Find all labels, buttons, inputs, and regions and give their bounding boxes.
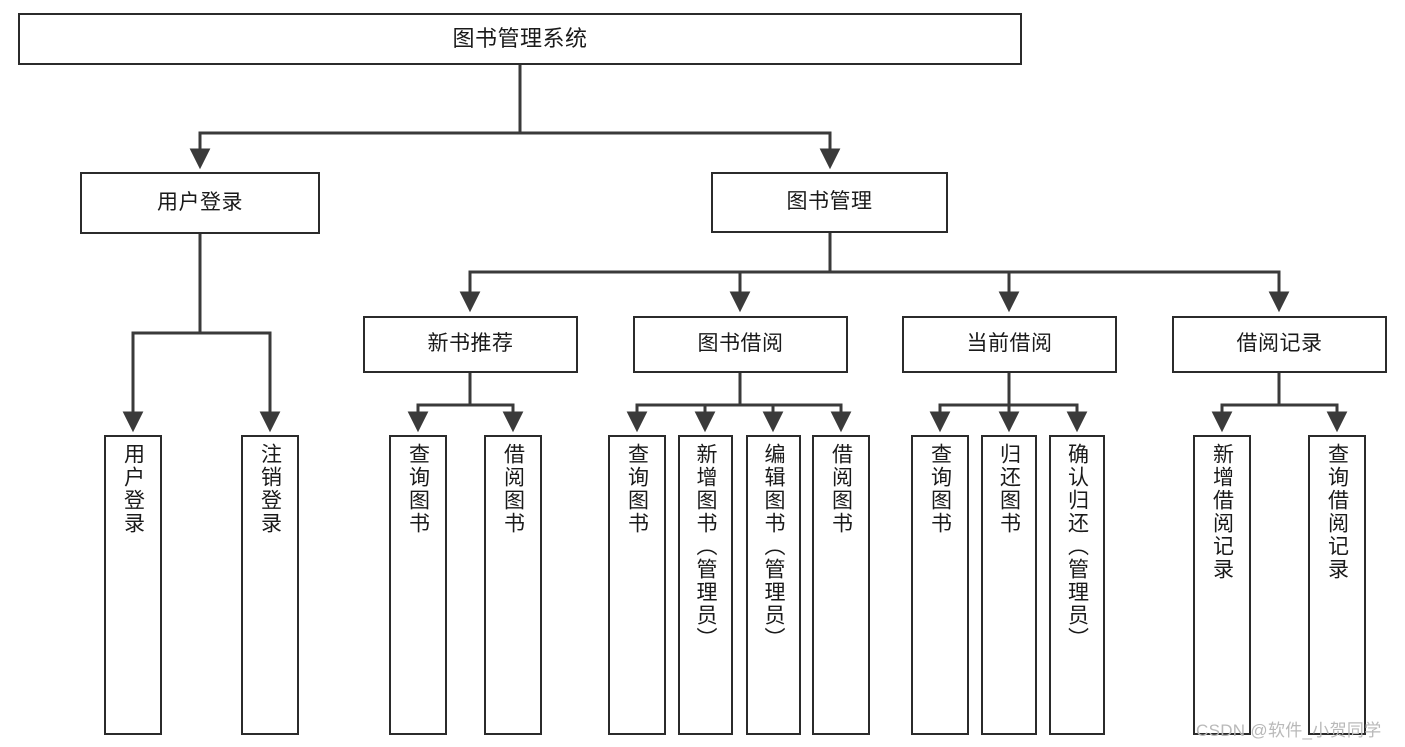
node-borrow-record[interactable]: 借阅记录 [1172, 316, 1387, 373]
node-leaf-return-book-label: 归还图书 [997, 443, 1021, 535]
node-leaf-borrow-book-1-label: 借阅图书 [501, 443, 525, 535]
node-leaf-user-login[interactable]: 用户登录 [104, 435, 162, 735]
node-current-borrow-label: 当前借阅 [966, 332, 1053, 356]
node-user-login-label: 用户登录 [157, 190, 243, 214]
node-leaf-edit-book-label: 编辑图书（管理员） [762, 443, 785, 650]
watermark-text: CSDN @软件_小贺同学 [1196, 721, 1382, 740]
node-current-borrow[interactable]: 当前借阅 [902, 316, 1117, 373]
node-leaf-confirm-return[interactable]: 确认归还（管理员） [1049, 435, 1105, 735]
node-leaf-query-record-label: 查询借阅记录 [1325, 443, 1349, 581]
node-new-book-rec-label: 新书推荐 [427, 332, 514, 356]
node-book-borrow[interactable]: 图书借阅 [633, 316, 848, 373]
node-root-label: 图书管理系统 [452, 26, 588, 52]
node-leaf-borrow-book-2-label: 借阅图书 [829, 443, 853, 535]
node-leaf-user-logout-label: 注销登录 [258, 443, 282, 535]
node-borrow-record-label: 借阅记录 [1236, 332, 1323, 356]
node-leaf-query-book-3[interactable]: 查询图书 [911, 435, 969, 735]
node-leaf-user-login-label: 用户登录 [121, 443, 145, 535]
node-root[interactable]: 图书管理系统 [18, 13, 1022, 65]
node-leaf-return-book[interactable]: 归还图书 [981, 435, 1037, 735]
node-leaf-confirm-return-label: 确认归还（管理员） [1065, 443, 1089, 650]
node-leaf-query-book-1-label: 查询图书 [406, 443, 430, 535]
node-book-borrow-label: 图书借阅 [697, 332, 784, 356]
node-new-book-rec[interactable]: 新书推荐 [363, 316, 578, 373]
node-user-login[interactable]: 用户登录 [80, 172, 320, 234]
node-leaf-user-logout[interactable]: 注销登录 [241, 435, 299, 735]
node-leaf-query-record[interactable]: 查询借阅记录 [1308, 435, 1366, 735]
node-leaf-add-book[interactable]: 新增图书（管理员） [678, 435, 733, 735]
node-leaf-query-book-2[interactable]: 查询图书 [608, 435, 666, 735]
node-leaf-add-book-label: 新增图书（管理员） [694, 443, 717, 650]
node-leaf-query-book-1[interactable]: 查询图书 [389, 435, 447, 735]
node-leaf-add-record[interactable]: 新增借阅记录 [1193, 435, 1251, 735]
node-leaf-query-book-2-label: 查询图书 [625, 443, 649, 535]
node-leaf-borrow-book-1[interactable]: 借阅图书 [484, 435, 542, 735]
node-book-manage-label: 图书管理 [786, 190, 873, 214]
node-leaf-query-book-3-label: 查询图书 [928, 443, 952, 535]
node-leaf-borrow-book-2[interactable]: 借阅图书 [812, 435, 870, 735]
node-leaf-add-record-label: 新增借阅记录 [1210, 443, 1234, 581]
node-book-manage[interactable]: 图书管理 [711, 172, 948, 233]
node-leaf-edit-book[interactable]: 编辑图书（管理员） [746, 435, 801, 735]
